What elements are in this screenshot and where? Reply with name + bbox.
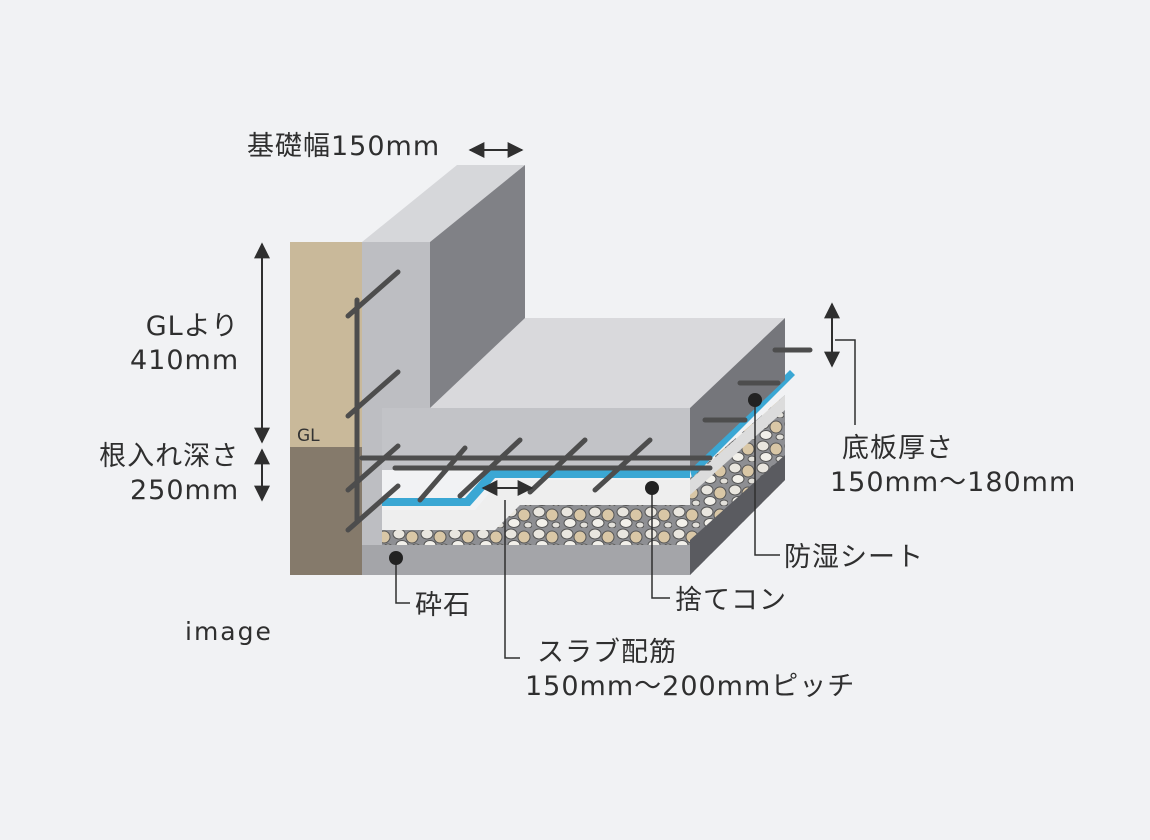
slab-top (425, 318, 785, 408)
leveling-dot (645, 481, 659, 495)
slab-side (690, 318, 785, 470)
wall-side (430, 165, 525, 408)
moisture-sheet-side (690, 370, 795, 478)
label-embed-depth: 根入れ深さ 250mm (82, 440, 239, 508)
wall-top (362, 165, 525, 242)
gl-marker: GL (297, 426, 320, 446)
label-height-from-gl: GLより 410mm (130, 310, 239, 378)
leveling-leader (651, 488, 670, 599)
label-thickness-line2: 150mm〜180mm (830, 467, 1077, 498)
slab-rebar (359, 347, 813, 503)
slab-front (362, 408, 690, 470)
base-block-front (362, 545, 690, 575)
label-foundation-width: 基礎幅150mm (247, 131, 441, 162)
sheet-leader (754, 400, 780, 556)
label-crushed-stone: 砕石 (415, 590, 471, 621)
label-slab-thickness: 底板厚さ 150mm〜180mm (830, 432, 1076, 500)
label-slab-rebar: スラブ配筋 150mm〜200mmピッチ (525, 636, 855, 704)
label-height-line2: 410mm (130, 345, 240, 376)
label-leveling-concrete: 捨てコン (675, 585, 787, 616)
label-thickness-line1: 底板厚さ (842, 433, 954, 464)
leveling-concrete-side (690, 395, 785, 495)
image-caption: image (185, 617, 273, 646)
wall-front (362, 242, 430, 408)
pitch-leader (504, 500, 520, 659)
thickness-leader (835, 339, 856, 425)
label-height-line1: GLより (145, 311, 240, 342)
label-embed-line2: 250mm (130, 475, 240, 506)
soil-below-gl (290, 447, 362, 575)
stone-dot (389, 551, 403, 565)
stone-leader (395, 560, 410, 604)
wall-rebar (345, 269, 401, 533)
sheet-dot (748, 393, 762, 407)
moisture-sheet (362, 470, 690, 506)
label-rebar-line1: スラブ配筋 (537, 637, 677, 668)
label-moisture-sheet: 防湿シート (784, 542, 924, 573)
base-block-side (690, 455, 785, 575)
leveling-concrete (362, 480, 690, 530)
label-rebar-line2: 150mm〜200mmピッチ (525, 671, 856, 702)
label-embed-line1: 根入れ深さ (99, 441, 240, 472)
